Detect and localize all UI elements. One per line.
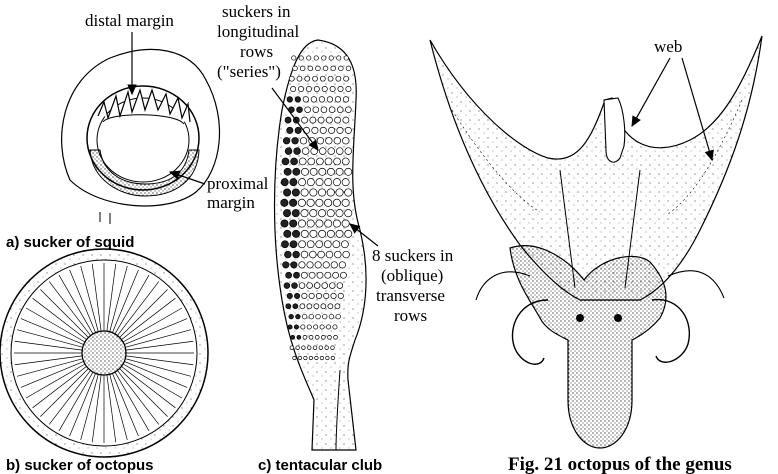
- squid-sucker-illustration: [62, 49, 220, 224]
- label-proximal-margin-2: margin: [207, 193, 255, 212]
- caption-a: a) sucker of squid: [6, 234, 134, 251]
- label-suckers-long-3: rows: [240, 42, 273, 61]
- arrow-web-left: [632, 58, 670, 126]
- label-suckers-long-2: longitudinal: [217, 22, 299, 41]
- octopus-sucker-illustration: [0, 249, 208, 457]
- label-suckers-trans-3: transverse: [376, 286, 445, 305]
- caption-c: c) tentacular club: [258, 457, 382, 474]
- label-suckers-trans-1: 8 suckers in: [372, 246, 454, 265]
- label-web: web: [654, 37, 682, 56]
- label-distal-margin: distal margin: [85, 11, 174, 30]
- caption-b: b) sucker of octopus: [6, 457, 154, 474]
- tentacular-club-illustration: [275, 40, 367, 450]
- label-suckers-long-4: ("series"): [217, 62, 281, 81]
- label-suckers-long-1: suckers in: [222, 2, 291, 21]
- octopus-illustration: [430, 36, 762, 448]
- label-suckers-trans-4: rows: [394, 306, 427, 325]
- label-suckers-trans-2: (oblique): [381, 266, 443, 285]
- figure-caption: Fig. 21 octopus of the genus: [508, 454, 732, 474]
- label-proximal-margin-1: proximal: [207, 174, 269, 193]
